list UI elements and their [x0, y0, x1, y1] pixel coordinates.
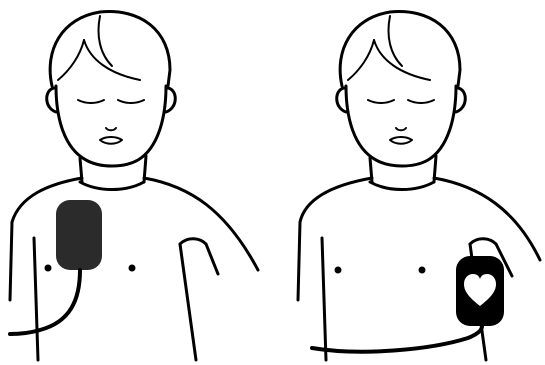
nipple-left-2 — [335, 267, 342, 274]
pad-cable-back — [312, 326, 482, 352]
nipple-right-2 — [419, 267, 426, 274]
electrode-pad-back — [456, 256, 504, 326]
